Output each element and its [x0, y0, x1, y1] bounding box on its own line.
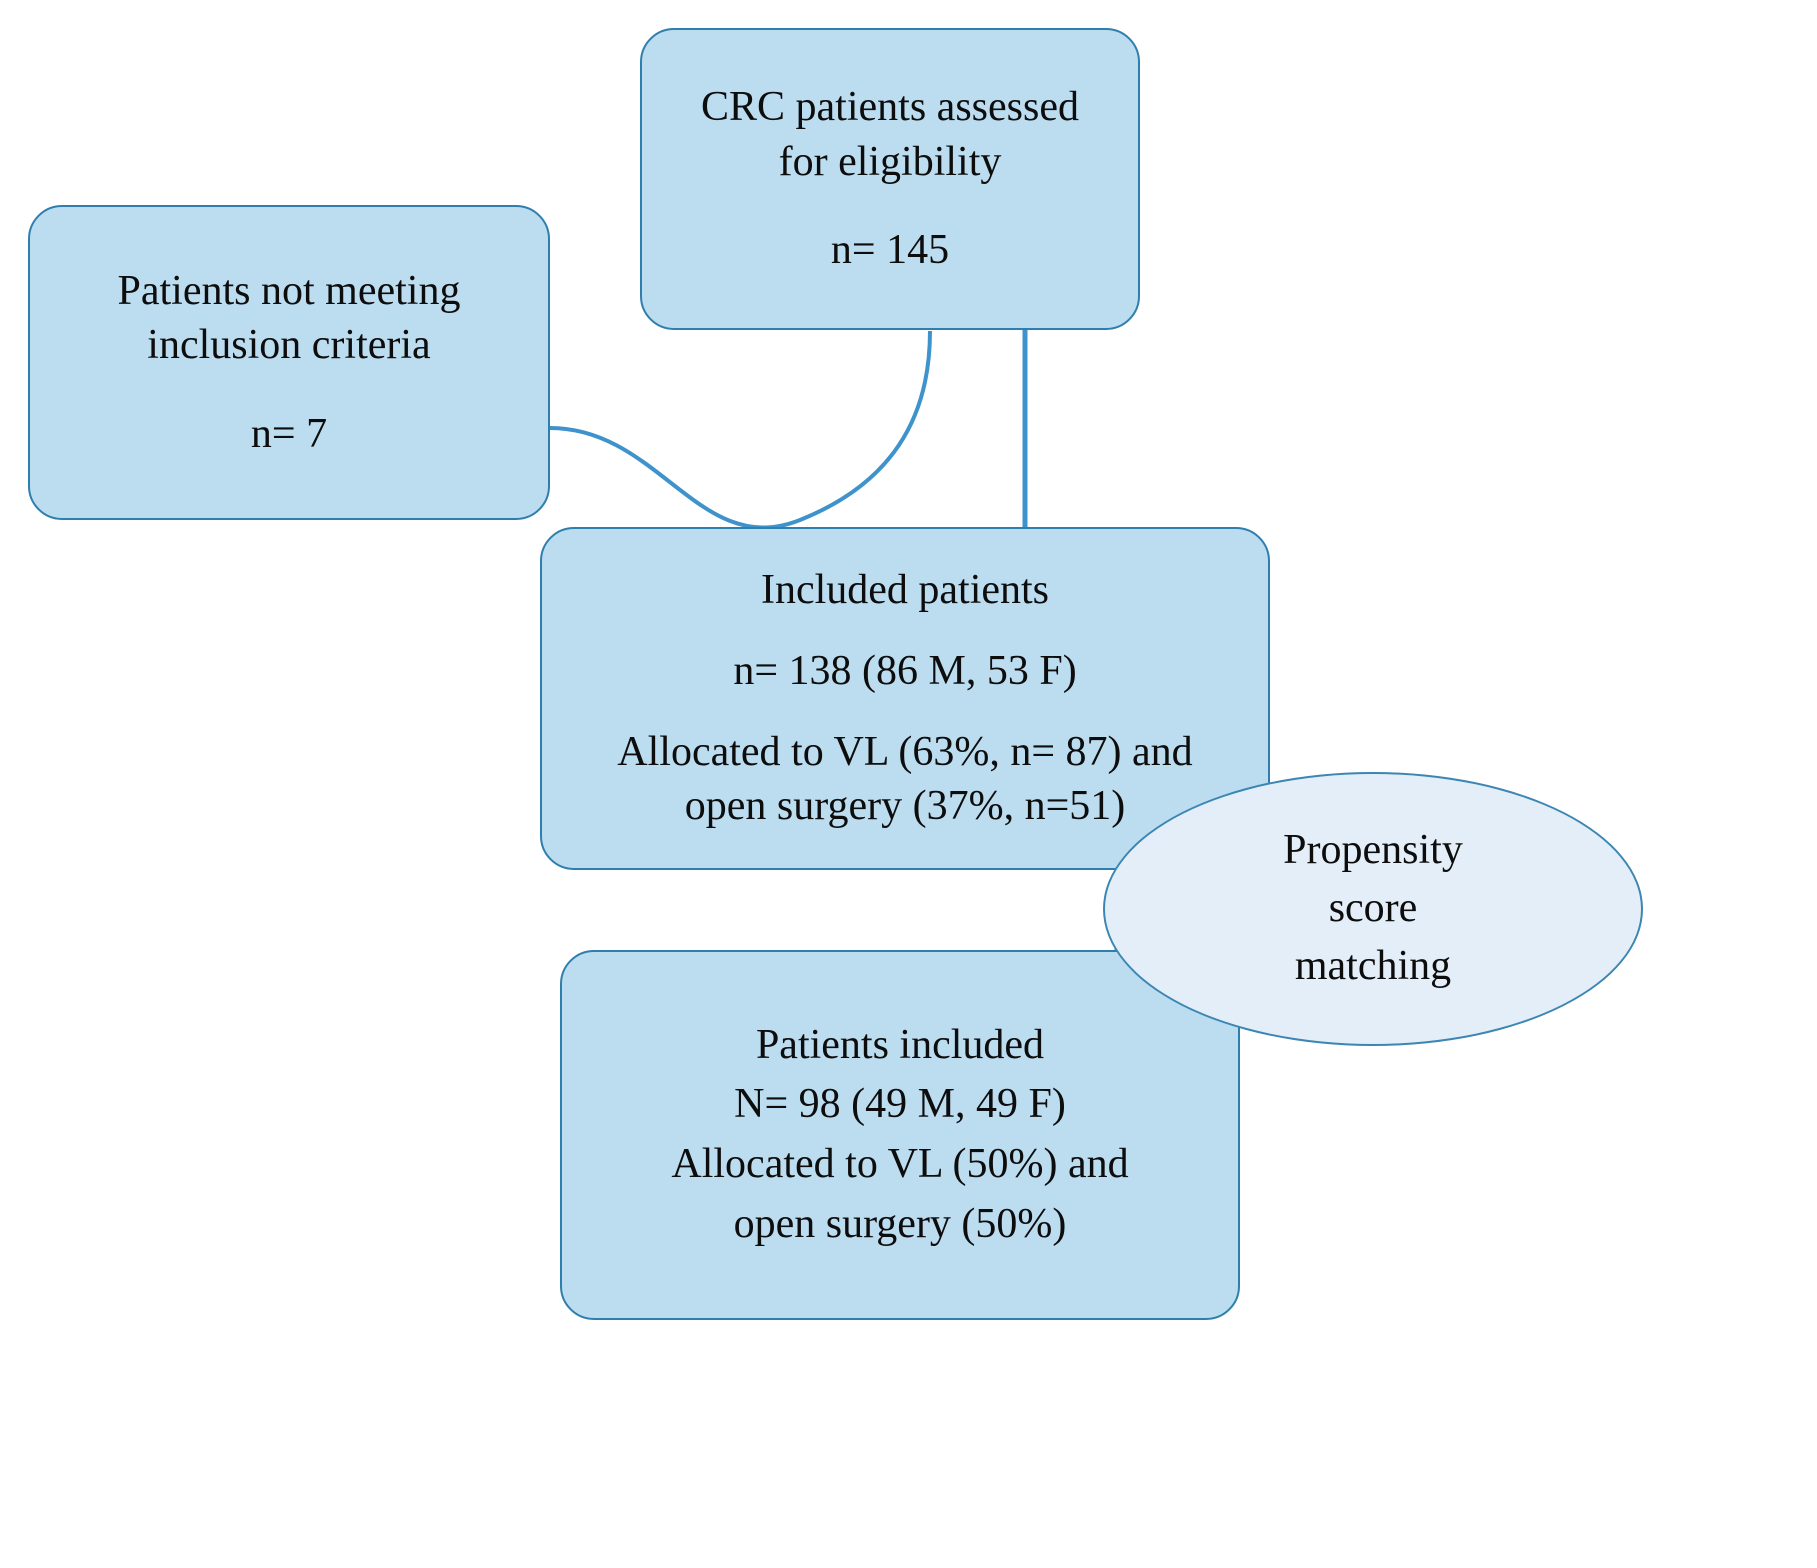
connector-assessed-to-excluded: [549, 330, 932, 530]
node-propensity-line-1: Propensity: [1283, 827, 1463, 874]
node-matched-patients-allocation-1: Allocated to VL (50%) and: [671, 1141, 1129, 1187]
node-propensity-line-2: score: [1328, 885, 1418, 932]
node-crc-assessed-count: n= 145: [830, 227, 950, 274]
node-matched-patients-title: Patients included: [755, 1021, 1045, 1068]
node-included-patients-title: Included patients: [760, 567, 1050, 614]
node-excluded-patients[interactable]: Patients not meeting inclusion criteria …: [28, 205, 550, 520]
node-propensity-line-3: matching: [1294, 942, 1452, 989]
node-crc-assessed-line-1: CRC patients assessed: [701, 84, 1079, 131]
node-included-patients-allocation-1: Allocated to VL (63%, n= 87) and: [617, 728, 1193, 775]
node-propensity-score-matching[interactable]: Propensity score matching: [1103, 772, 1643, 1046]
node-matched-patients[interactable]: Patients included N= 98 (49 M, 49 F) All…: [560, 950, 1240, 1320]
node-excluded-patients-line-1: Patients not meeting: [117, 267, 461, 314]
node-included-patients[interactable]: Included patients n= 138 (86 M, 53 F) Al…: [540, 527, 1270, 870]
node-excluded-patients-line-2: inclusion criteria: [147, 322, 431, 369]
node-excluded-patients-count: n= 7: [250, 410, 328, 457]
node-included-patients-count: n= 138 (86 M, 53 F): [733, 647, 1077, 694]
node-matched-patients-count: N= 98 (49 M, 49 F): [734, 1081, 1066, 1128]
node-matched-patients-allocation-2: open surgery (50%): [733, 1200, 1067, 1247]
node-crc-assessed-line-2: for eligibility: [778, 138, 1002, 185]
node-included-patients-allocation-2: open surgery (37%, n=51): [684, 783, 1126, 830]
node-crc-assessed[interactable]: CRC patients assessed for eligibility n=…: [640, 28, 1140, 330]
